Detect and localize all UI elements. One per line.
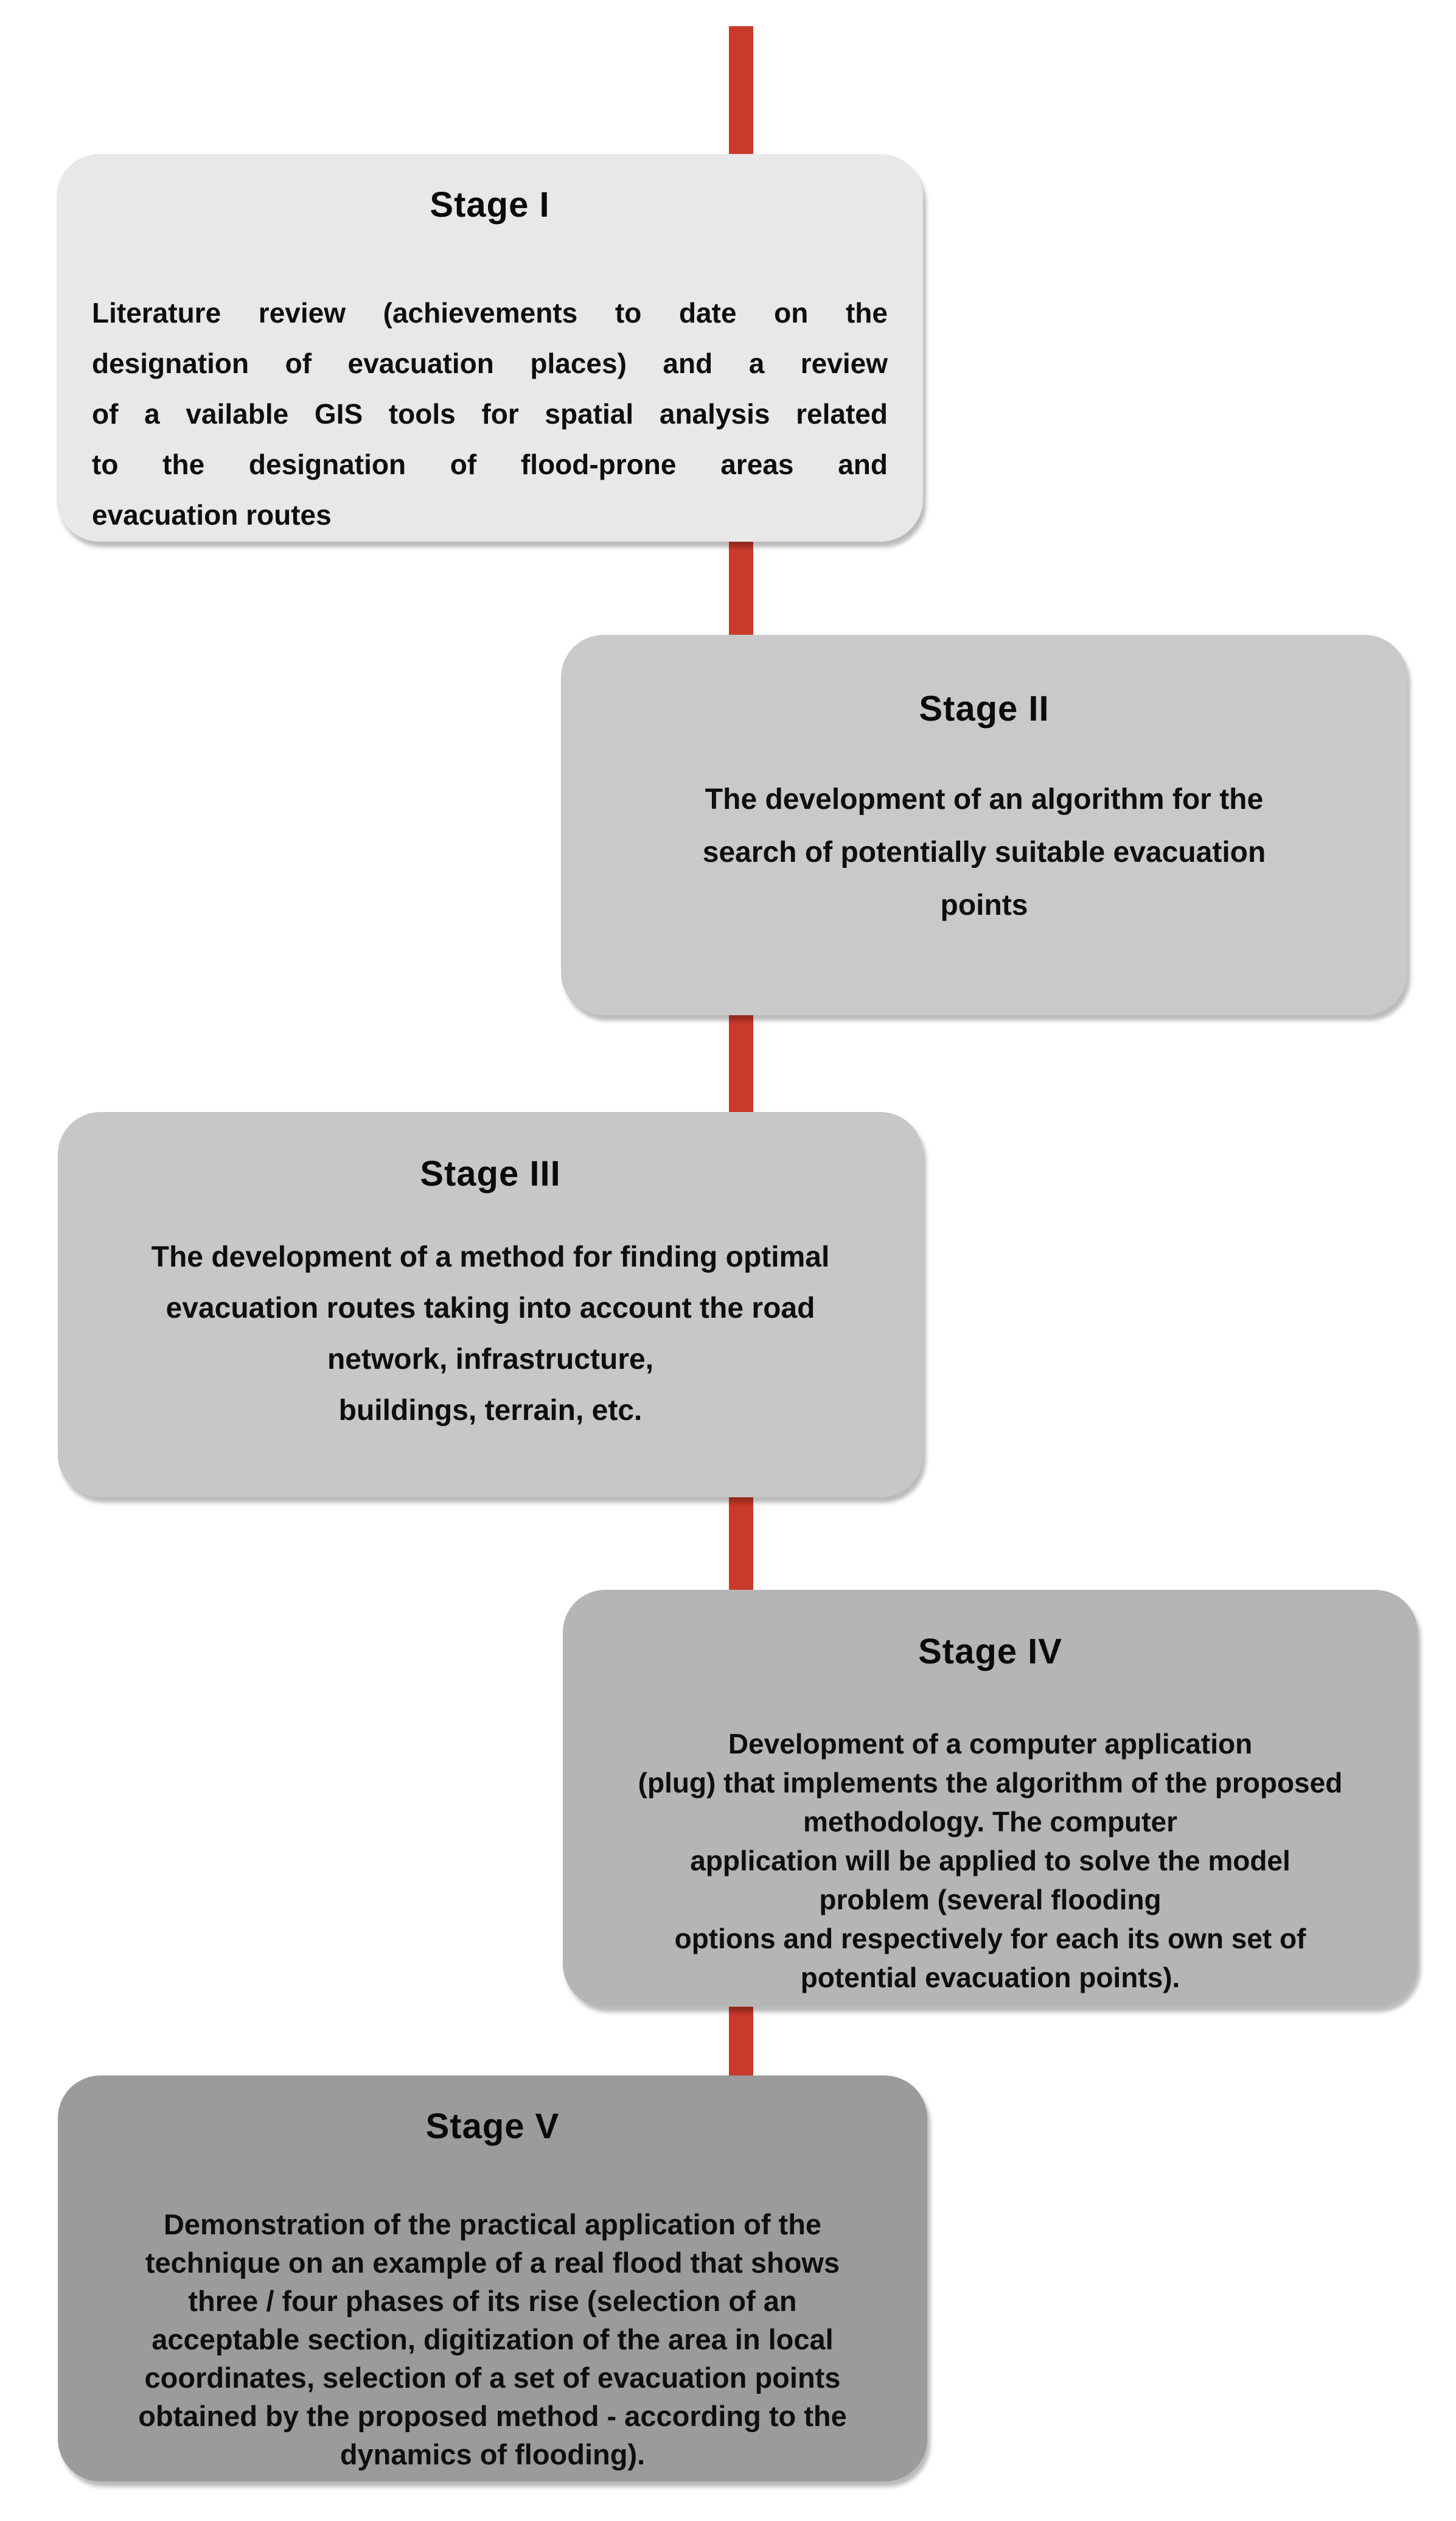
- stage-1-line: evacuation routes: [92, 499, 332, 531]
- stage-4-line: application will be applied to solve the…: [690, 1845, 1291, 1876]
- stage-1-line: Literature review (achievements to date …: [92, 297, 888, 329]
- stage-3-box: Stage III The development of a method fo…: [58, 1112, 923, 1497]
- stage-3-line: The development of a method for finding …: [151, 1241, 830, 1273]
- stage-1-title: Stage I: [430, 185, 550, 225]
- stage-2-line: points: [940, 889, 1028, 921]
- stage-4-title: Stage IV: [918, 1632, 1062, 1671]
- stage-3-body: The development of a method for finding …: [58, 1232, 923, 1436]
- stage-3-line: network, infrastructure,: [327, 1343, 654, 1376]
- stage-2-line: search of potentially suitable evacuatio…: [702, 836, 1266, 869]
- stage-5-box: Stage V Demonstration of the practical a…: [58, 2075, 927, 2481]
- stage-1-line: to the designation of flood-prone areas …: [92, 449, 888, 480]
- stage-3-line: evacuation routes taking into account th…: [165, 1292, 815, 1324]
- stage-5-line: technique on an example of a real flood …: [145, 2247, 840, 2279]
- stage-4-line: Development of a computer application: [728, 1728, 1253, 1760]
- stage-4-body: Development of a computer application (p…: [563, 1724, 1418, 1997]
- stage-5-line: dynamics of flooding).: [340, 2438, 646, 2470]
- stage-5-line: coordinates, selection of a set of evacu…: [144, 2362, 841, 2394]
- stage-5-line: obtained by the proposed method - accord…: [138, 2400, 847, 2432]
- stage-4-line: (plug) that implements the algorithm of …: [638, 1767, 1343, 1799]
- stage-4-line: potential evacuation points).: [800, 1962, 1180, 1993]
- stage-4-box: Stage IV Development of a computer appli…: [563, 1590, 1418, 2007]
- stage-5-line: three / four phases of its rise (selecti…: [188, 2285, 797, 2317]
- stage-1-box: Stage I Literature review (achievements …: [57, 154, 923, 542]
- stage-5-line: acceptable section, digitization of the …: [152, 2323, 834, 2355]
- stage-1-body: Literature review (achievements to date …: [57, 288, 923, 540]
- stage-5-title: Stage V: [425, 2107, 560, 2146]
- stage-2-title: Stage II: [919, 689, 1050, 729]
- stage-2-box: Stage II The development of an algorithm…: [561, 635, 1407, 1015]
- stage-2-body: The development of an algorithm for the …: [561, 773, 1407, 932]
- stage-4-line: options and respectively for each its ow…: [674, 1923, 1306, 1954]
- stage-2-line: The development of an algorithm for the: [705, 783, 1264, 816]
- stage-3-line: buildings, terrain, etc.: [338, 1394, 643, 1427]
- stage-1-line: designation of evacuation places) and a …: [92, 348, 888, 379]
- stage-5-line: Demonstration of the practical applicati…: [163, 2208, 822, 2240]
- stage-4-line: problem (several flooding: [819, 1884, 1162, 1915]
- stage-1-line: of a vailable GIS tools for spatial anal…: [92, 398, 888, 430]
- stage-5-body: Demonstration of the practical applicati…: [58, 2205, 927, 2474]
- stage-3-title: Stage III: [420, 1154, 561, 1194]
- stage-4-line: methodology. The computer: [803, 1806, 1178, 1837]
